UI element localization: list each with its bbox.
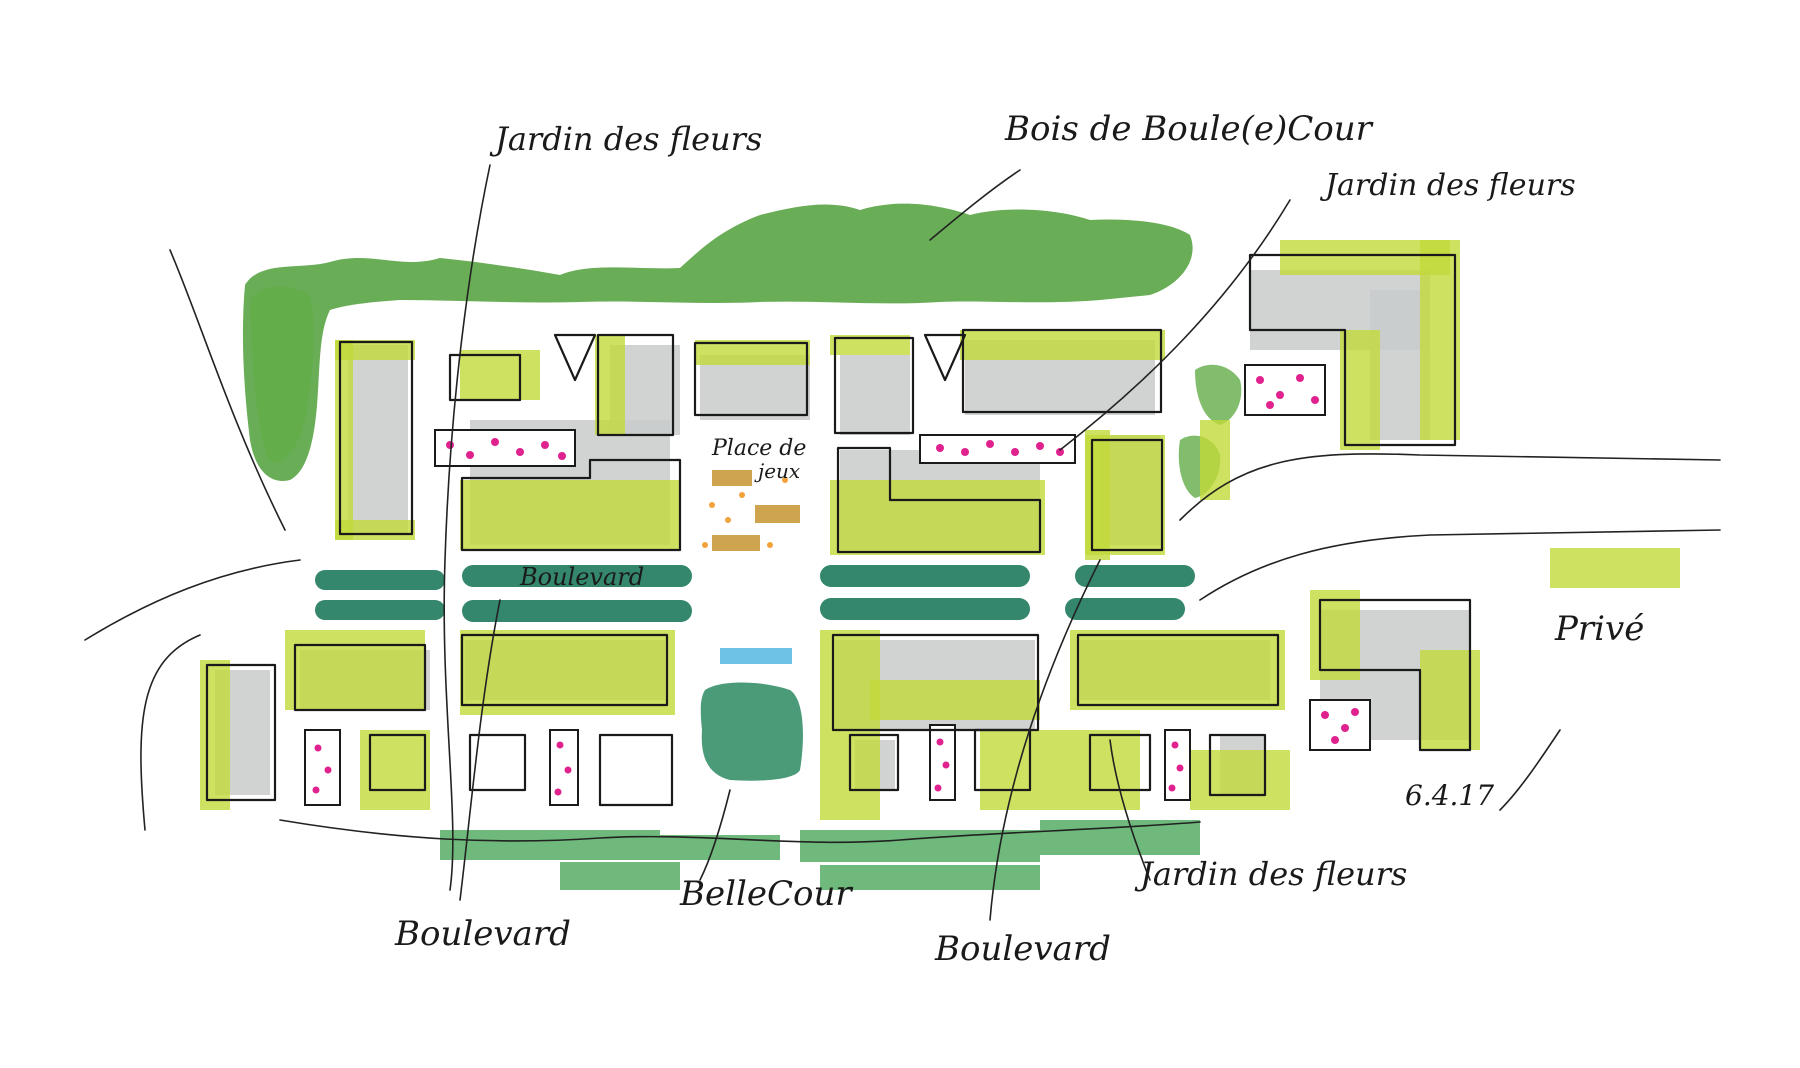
flower-beds xyxy=(304,364,1371,806)
label-date-signature: 6.4.17 xyxy=(1405,779,1494,812)
label-jardin-top-left: Jardin des fleurs xyxy=(489,120,762,158)
roads-and-leaders xyxy=(84,164,1721,921)
labels: Jardin des fleurs Bois de Boule(e)Cour J… xyxy=(394,109,1576,969)
label-jardin-bottom: Jardin des fleurs xyxy=(1134,855,1407,893)
label-place-de-jeux-line2: jeux xyxy=(754,459,800,483)
boulevard-trees xyxy=(315,565,1195,622)
legend-label: Privé xyxy=(1554,609,1644,649)
label-boulevard-bottom-left: Boulevard xyxy=(394,914,571,954)
label-bois: Bois de Boule(e)Cour xyxy=(1004,109,1374,149)
label-boulevard-center: Boulevard xyxy=(519,563,644,591)
label-jardin-top-right: Jardin des fleurs xyxy=(1319,168,1576,203)
legend: Privé xyxy=(1550,548,1680,649)
lower-green-band xyxy=(440,820,1200,890)
ink-outlines xyxy=(205,253,1472,807)
label-boulevard-bottom-right: Boulevard xyxy=(934,929,1111,969)
label-place-de-jeux-line1: Place de xyxy=(711,436,806,461)
private-areas xyxy=(200,240,1480,820)
label-bellecour: BelleCour xyxy=(679,874,853,914)
legend-swatch xyxy=(1550,548,1680,588)
place-de-jeux xyxy=(702,470,800,551)
bellecour-park xyxy=(700,648,803,781)
